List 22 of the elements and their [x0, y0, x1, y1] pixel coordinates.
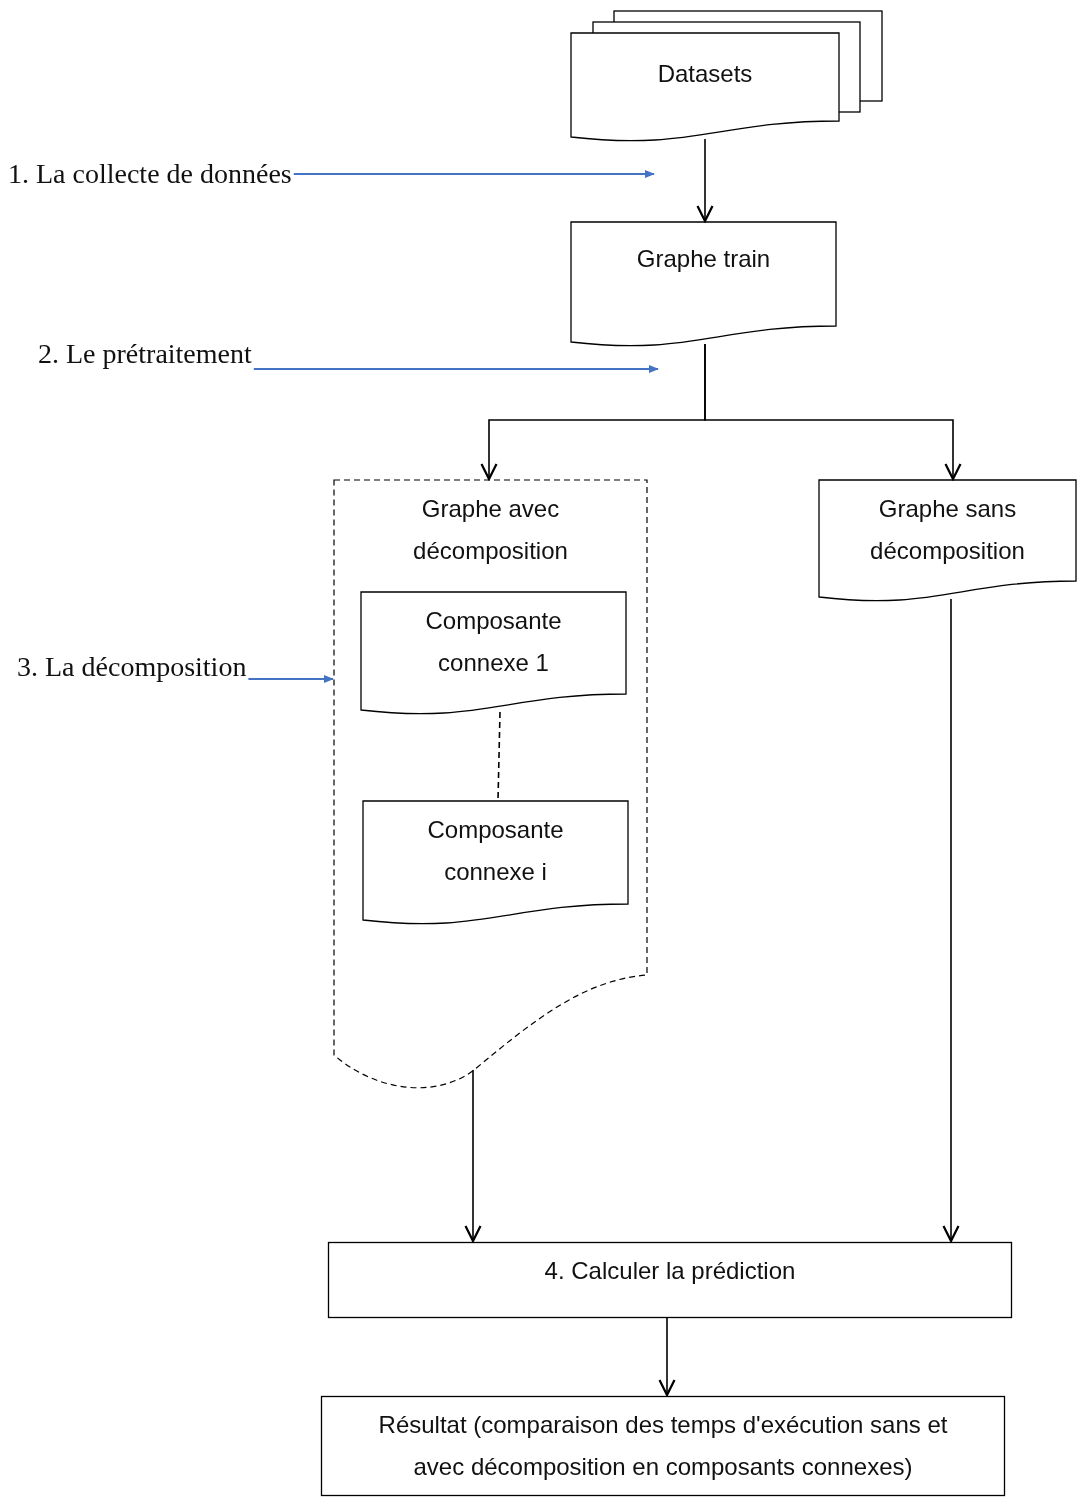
- arrow: [696, 138, 714, 223]
- arrow: [292, 169, 655, 179]
- arrow: [658, 1317, 676, 1397]
- arrow: [247, 674, 334, 684]
- process-box: [321, 1396, 1005, 1496]
- dashed-document-group: [334, 480, 647, 1088]
- process-box: [328, 1242, 1012, 1318]
- arrow: [464, 1069, 482, 1243]
- arrow: [704, 343, 962, 481]
- node-label: Graphe train: [635, 244, 772, 274]
- node-label: Résultat (comparaison des temps d'exécution sans et avec décomposition en composants connexes): [377, 1410, 949, 1482]
- arrow: [942, 598, 960, 1243]
- node-label: Datasets: [656, 59, 754, 89]
- node-label: 4. Calculer la prédiction: [543, 1256, 797, 1286]
- step-label: 3. La décomposition: [17, 651, 247, 682]
- step-label: 1. La collecte de données: [8, 158, 292, 189]
- node-label: Composante connexe 1: [424, 606, 563, 678]
- step-label: 2. Le prétraitement: [38, 338, 252, 369]
- arrow: [252, 364, 659, 374]
- node-label: Composante connexe i: [426, 815, 565, 887]
- node-label: Graphe avec décomposition: [412, 494, 569, 566]
- node-label: Graphe sans décomposition: [869, 494, 1026, 566]
